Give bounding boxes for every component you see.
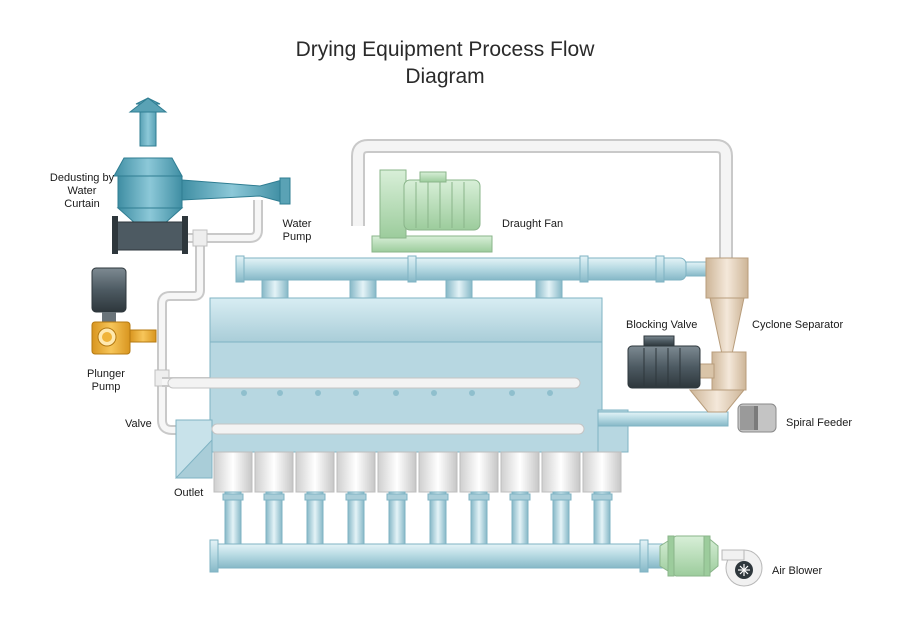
inner-rail-lower [211,423,585,435]
hopper-flange [345,493,367,501]
hopper-flange [304,493,326,501]
draught-fan [371,169,493,253]
label-spiral-feeder: Spiral Feeder [786,417,853,429]
hopper [254,451,294,493]
label-dedusting: Dedusting by Water Curtain [49,172,115,210]
plunger-pump [91,267,157,355]
diagram-title: Drying Equipment Process Flow Diagram [245,36,645,90]
hopper [295,451,335,493]
hopper [582,451,622,493]
hopper [500,451,540,493]
label-valve: Valve [125,418,152,430]
hopper [213,451,253,493]
hopper [377,451,417,493]
hopper [418,451,458,493]
dedusting-tower [112,97,291,254]
hopper [336,451,376,493]
label-cyclone-separator: Cyclone Separator [752,319,844,331]
hopper-flange [509,493,531,501]
air-blower [659,535,763,587]
hopper-flange [263,493,285,501]
hopper-flange [427,493,449,501]
return-pipe [353,141,731,262]
hopper-flange [591,493,613,501]
upper-pipe [235,257,687,281]
hopper [459,451,499,493]
spiral-feeder-motor [737,403,777,433]
hopper-flange [386,493,408,501]
label-outlet: Outlet [174,487,204,499]
bottom-pipe [209,543,669,569]
hopper [541,451,581,493]
water-pipe [154,200,263,435]
cyclone-separator [688,257,749,413]
rail-nozzles [241,390,553,396]
label-water-pump: Water Pump [282,218,312,243]
blocking-valve-motor [627,335,701,389]
label-plunger-pump: Plunger Pump [87,368,125,393]
label-blocking-valve: Blocking Valve [626,319,698,331]
title-line-2: Diagram [405,65,485,88]
feed-pipe [597,411,729,427]
hopper-row [213,451,622,547]
label-draught-fan: Draught Fan [502,218,564,230]
hopper-flange [468,493,490,501]
inner-rail-upper [167,377,581,389]
hopper-flange [550,493,572,501]
hopper-flange [222,493,244,501]
label-air-blower: Air Blower [772,565,823,577]
upper-pipe-drops [261,279,563,303]
title-line-1: Drying Equipment Process Flow [295,38,595,61]
